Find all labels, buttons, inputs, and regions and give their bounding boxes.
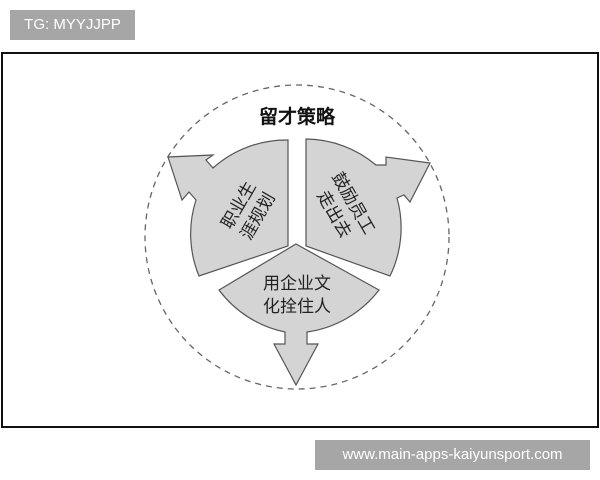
segment-career-planning: 职业生 涯规划 bbox=[167, 139, 289, 277]
segment-corporate-culture: 用企业文 化拴住人 bbox=[218, 243, 380, 387]
arrow-down-icon bbox=[218, 243, 380, 387]
watermark-top-left: TG: MYYJJPP bbox=[10, 10, 135, 40]
segment-bottom-line2: 化拴住人 bbox=[263, 297, 331, 317]
arrow-up-left-icon bbox=[167, 139, 289, 277]
arrow-up-right-icon bbox=[305, 138, 431, 277]
dashed-circle bbox=[144, 84, 450, 390]
segment-encourage-staff: 鼓励员工 走出去 bbox=[305, 138, 431, 277]
segment-bottom-line1: 用企业文 bbox=[263, 274, 331, 294]
watermark-bottom-right: www.main-apps-kaiyunsport.com bbox=[315, 440, 590, 470]
diagram-title: 留才策略 bbox=[259, 105, 336, 128]
